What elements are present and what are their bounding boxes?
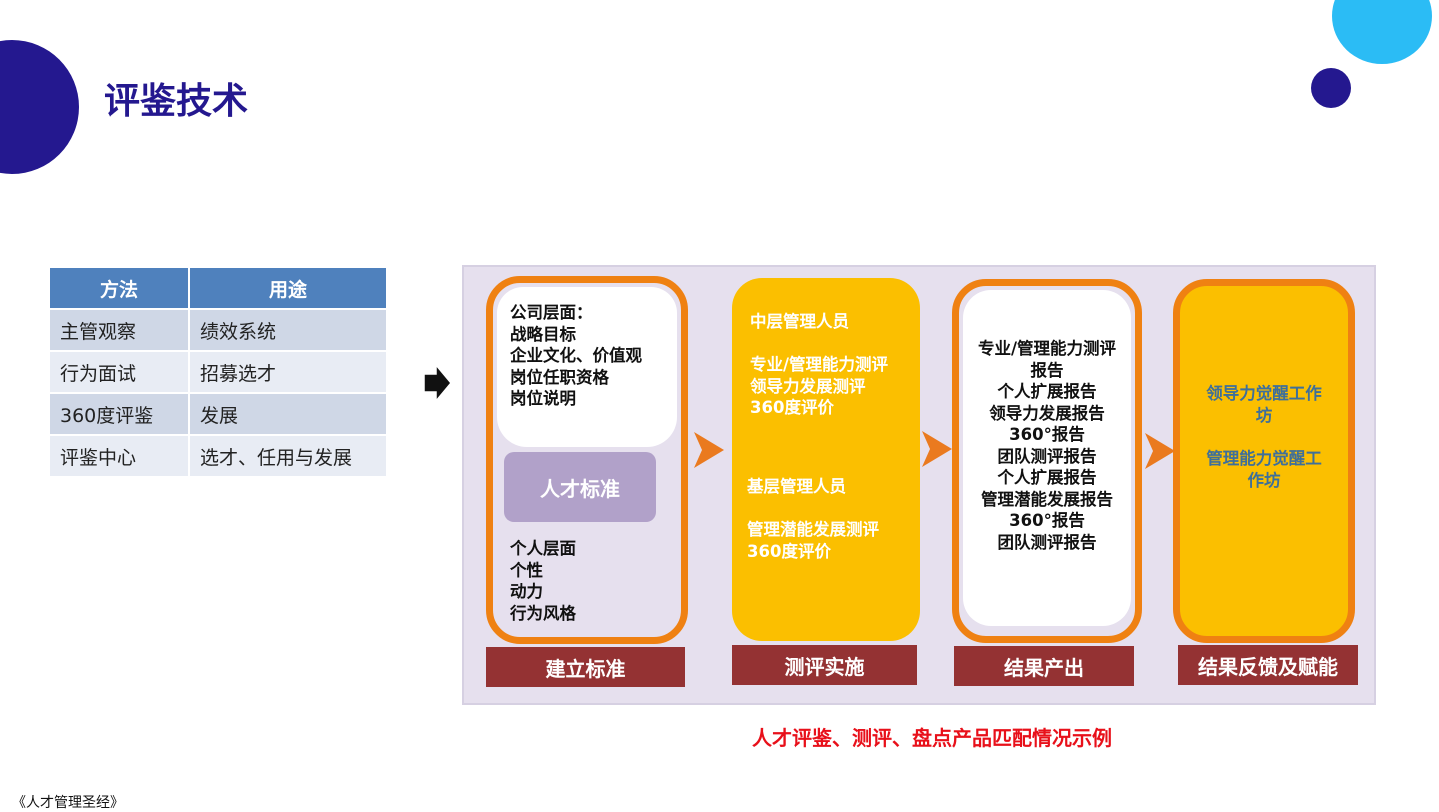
assessment-item: 专业/管理能力测评	[750, 355, 889, 374]
source-citation: 《人才管理圣经》	[12, 795, 124, 811]
mid-manager-title: 中层管理人员	[750, 312, 849, 331]
implementation-card	[732, 278, 920, 641]
table-cell-method: 主管观察	[48, 308, 190, 352]
personal-line: 动力	[510, 582, 543, 601]
base-manager-items: 管理潜能发展测评 360度评价	[747, 519, 879, 562]
decorative-circle-left	[0, 40, 79, 174]
company-line: 岗位任职资格	[510, 367, 609, 387]
company-line: 公司层面：	[510, 303, 593, 322]
table-row: 行为面试 招募选才	[48, 350, 388, 394]
company-line: 战略目标	[510, 324, 576, 344]
mid-manager-items: 专业/管理能力测评 领导力发展测评 360度评价	[750, 354, 888, 419]
company-level-box	[497, 287, 677, 447]
table-cell-method: 评鉴中心	[48, 434, 190, 478]
table-header-method: 方法	[48, 266, 190, 310]
report-item: 领导力发展报告	[989, 403, 1105, 423]
decorative-circle-top-right	[1332, 0, 1432, 64]
workshop-list: 领导力觉醒工作坊 管理能力觉醒工作坊	[1204, 383, 1324, 491]
methods-table: 方法 用途 主管观察 绩效系统 行为面试 招募选才 360度评鉴 发展 评鉴中心…	[48, 266, 388, 478]
table-row: 评鉴中心 选才、任用与发展	[48, 434, 388, 478]
table-row: 主管观察 绩效系统	[48, 308, 388, 352]
table-header-row: 方法 用途	[48, 266, 388, 310]
flow-arrow-icon	[1145, 433, 1175, 469]
table-cell-usage: 招募选才	[188, 350, 388, 394]
decorative-circle-small	[1311, 68, 1351, 108]
output-card	[952, 279, 1142, 643]
personal-line: 个人层面	[510, 539, 576, 558]
standard-card	[486, 276, 688, 644]
report-item: 专业/管理能力测评报告	[977, 339, 1117, 380]
table-cell-usage: 绩效系统	[188, 308, 388, 352]
assessment-item: 管理潜能发展测评	[747, 520, 879, 539]
report-item: 团队测评报告	[997, 532, 1097, 552]
table-row: 360度评鉴 发展	[48, 392, 388, 436]
talent-standard-box: 人才标准	[504, 452, 656, 522]
assessment-item: 360度评价	[750, 398, 834, 417]
report-item: 个人扩展报告	[997, 468, 1097, 487]
feedback-card	[1173, 279, 1355, 643]
workshop-item: 管理能力觉醒工作坊	[1206, 449, 1322, 490]
table-header-usage: 用途	[188, 266, 388, 310]
table-cell-usage: 发展	[188, 392, 388, 436]
table-cell-method: 360度评鉴	[48, 392, 190, 436]
personal-line: 个性	[510, 560, 543, 580]
flow-arrow-icon	[922, 431, 952, 467]
company-line: 岗位说明	[510, 389, 576, 408]
personal-line: 行为风格	[510, 603, 576, 623]
company-level-text: 公司层面： 战略目标 企业文化、价值观 岗位任职资格 岗位说明	[510, 302, 642, 410]
flow-arrow-icon	[694, 432, 724, 468]
report-list: 专业/管理能力测评报告 个人扩展报告 领导力发展报告 360°报告 团队测评报告…	[976, 338, 1118, 553]
step-label-assessment: 测评实施	[732, 645, 917, 685]
workshop-item: 领导力觉醒工作坊	[1206, 384, 1322, 425]
report-item: 360°报告	[1009, 425, 1085, 444]
spacer	[1204, 426, 1324, 448]
right-arrow-icon	[423, 362, 452, 404]
step-label-build-standard: 建立标准	[486, 647, 685, 687]
diagram-caption: 人才评鉴、测评、盘点产品匹配情况示例	[752, 726, 1112, 750]
table-cell-usage: 选才、任用与发展	[188, 434, 388, 478]
report-item: 团队测评报告	[997, 446, 1097, 466]
report-item: 360°报告	[1009, 511, 1085, 530]
report-item: 个人扩展报告	[997, 382, 1097, 401]
base-manager-title: 基层管理人员	[747, 477, 846, 496]
personal-level-text: 个人层面 个性 动力 行为风格	[510, 538, 576, 624]
output-inner-box	[963, 290, 1131, 626]
step-label-output: 结果产出	[954, 646, 1134, 686]
step-label-feedback: 结果反馈及赋能	[1178, 645, 1358, 685]
assessment-item: 领导力发展测评	[750, 376, 866, 396]
report-item: 管理潜能发展报告	[981, 489, 1113, 509]
table-cell-method: 行为面试	[48, 350, 190, 394]
assessment-item: 360度评价	[747, 541, 831, 561]
company-line: 企业文化、价值观	[510, 346, 642, 365]
page-title: 评鉴技术	[104, 81, 249, 122]
